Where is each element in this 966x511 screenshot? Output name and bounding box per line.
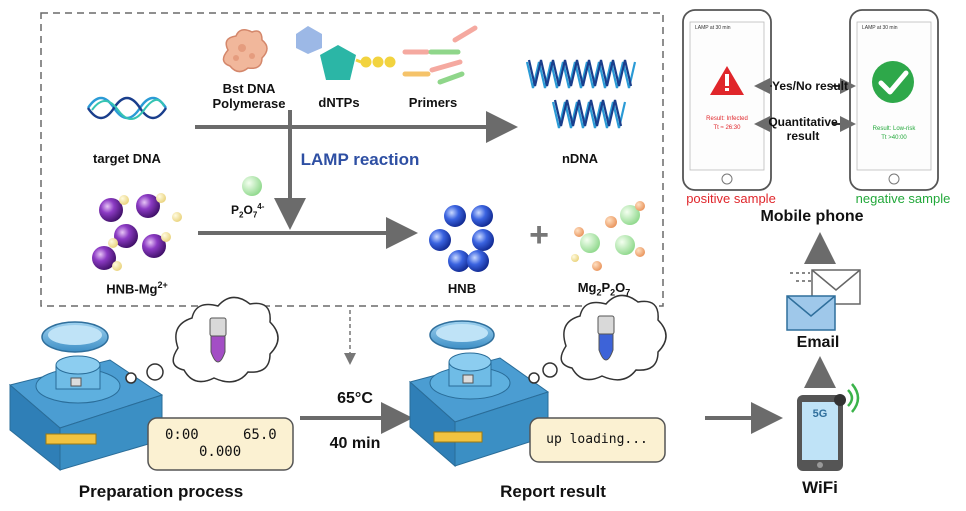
display-panel-2	[529, 417, 666, 463]
polymerase-label: Bst DNA Polymerase	[212, 81, 286, 111]
condition-time-label: 40 min	[329, 435, 381, 452]
email-icon	[786, 269, 861, 331]
hnb-icon	[429, 205, 494, 272]
mobile-phone-label: Mobile phone	[760, 208, 864, 225]
target-dna-label: target DNA	[93, 151, 161, 166]
heating-device-2	[408, 320, 550, 468]
email-label: Email	[796, 334, 840, 351]
wifi-label: WiFi	[802, 478, 838, 497]
phone-positive	[682, 9, 772, 191]
report-result-label: Report result	[500, 482, 606, 501]
ndna-icon	[525, 59, 637, 129]
thought-bubble-1	[125, 296, 279, 384]
hnb-mg-label: HNB-Mg2+	[106, 280, 168, 297]
ndna-label: nDNA	[561, 151, 599, 166]
display-1-temp: 65.0	[243, 427, 277, 443]
phone-negative	[849, 9, 939, 191]
positive-sample-label: positive sample	[686, 191, 776, 206]
lamp-reaction-label: LAMP reaction	[300, 150, 420, 169]
plus-sign: +	[529, 216, 549, 254]
phone-pos-title: LAMP at 30 min	[695, 25, 731, 31]
hnb-mg-icon	[92, 193, 182, 271]
hnb-label: HNB	[447, 281, 477, 296]
mg2p2o7-icon	[571, 201, 645, 271]
pyrophosphate-icon	[242, 176, 262, 196]
heating-device-1	[8, 321, 164, 472]
preparation-process-label: Preparation process	[78, 482, 244, 501]
primers-label: Primers	[408, 95, 458, 110]
display-1-value: 0.000	[199, 444, 242, 460]
thought-bubble-2	[528, 294, 667, 384]
phone-pos-tt: Tt ≈ 26:30	[713, 125, 741, 131]
display-2-status: up loading...	[546, 432, 648, 447]
yes-no-result-label: Yes/No result	[771, 79, 849, 93]
phone-pos-result: Result: Infected	[706, 116, 748, 122]
signal-label: 5G	[812, 408, 828, 420]
phone-neg-title: LAMP at 30 min	[862, 25, 898, 31]
phone-neg-tt: Tt >40:00	[881, 135, 907, 141]
pyrophosphate-label: P2O74-	[231, 202, 265, 220]
quantitative-result-label: Quantitative result	[768, 115, 838, 143]
wifi-phone-icon	[797, 383, 860, 471]
target-dna-icon	[86, 96, 168, 120]
display-1-time: 0:00	[165, 427, 199, 443]
phone-neg-result: Result: Low-risk	[872, 126, 916, 132]
dntp-icon	[296, 26, 396, 80]
mg2p2o7-label: Mg2P2O7	[577, 280, 631, 298]
primers-icon	[402, 25, 478, 85]
negative-sample-label: negative sample	[855, 191, 951, 206]
lamp-reaction-frame	[40, 12, 664, 307]
condition-temp-label: 65°C	[337, 390, 373, 407]
dntps-label: dNTPs	[318, 95, 360, 110]
polymerase-icon	[222, 29, 268, 73]
display-panel-1	[147, 417, 294, 471]
